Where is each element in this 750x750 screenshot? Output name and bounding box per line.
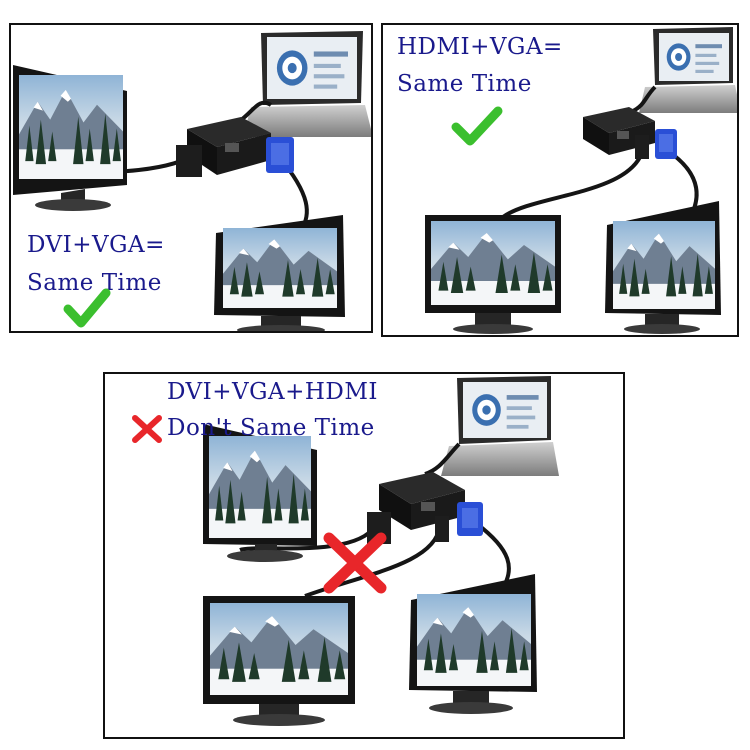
monitor-bottom-left — [203, 596, 355, 726]
check-mark-icon — [451, 106, 503, 146]
caption-line-1: HDMI+VGA= — [397, 34, 563, 60]
caption-line-2: Same Time — [397, 71, 532, 97]
vga-plug — [655, 129, 677, 159]
monitor-bottom-right — [409, 574, 537, 714]
hdmi-vga-scene — [425, 27, 737, 334]
monitor-right — [214, 215, 345, 331]
vga-plug — [457, 502, 483, 536]
dvi-plug — [176, 145, 202, 177]
laptop — [639, 27, 737, 113]
hdmi-plug — [635, 135, 649, 159]
laptop — [441, 376, 559, 476]
caption-line-2: Same Time — [27, 270, 162, 296]
caption-line-1: DVI+VGA= — [27, 232, 165, 258]
cross-mark-icon — [132, 415, 162, 443]
monitor-top-left — [203, 424, 317, 562]
dvi-vga-hdmi-scene — [203, 376, 559, 726]
monitor-left — [13, 65, 127, 211]
caption-line-2: Don't Same Time — [167, 415, 375, 441]
hdmi-plug — [435, 516, 449, 542]
panel-dvi-vga-hdmi: DVI+VGA+HDMI Don't Same Time — [103, 372, 625, 739]
adapter-box — [379, 472, 465, 530]
panel-dvi-vga: DVI+VGA= Same Time — [9, 23, 373, 333]
caption-line-1: DVI+VGA+HDMI — [167, 379, 379, 405]
panel-hdmi-vga: HDMI+VGA= Same Time — [381, 23, 739, 337]
monitor-right — [605, 201, 721, 334]
adapter-box — [583, 107, 655, 155]
cross-mark-icon — [323, 532, 387, 594]
dvi-vga-scene — [13, 31, 371, 331]
vga-plug — [266, 137, 294, 173]
monitor-left — [425, 215, 561, 334]
laptop — [243, 31, 371, 137]
check-mark-icon — [63, 288, 111, 328]
